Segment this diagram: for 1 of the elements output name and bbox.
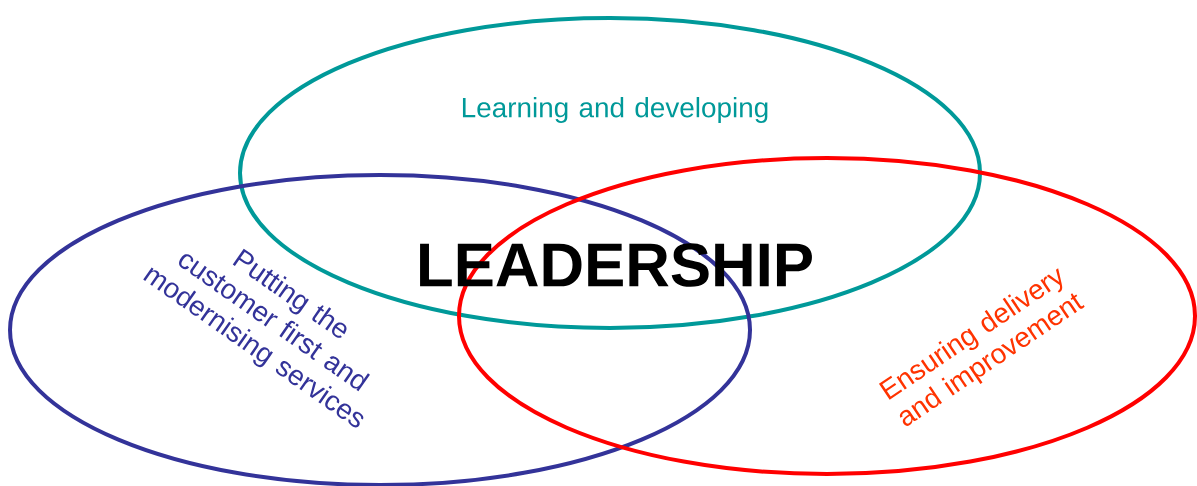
ellipse-label: Learning and developing [462, 97, 768, 123]
